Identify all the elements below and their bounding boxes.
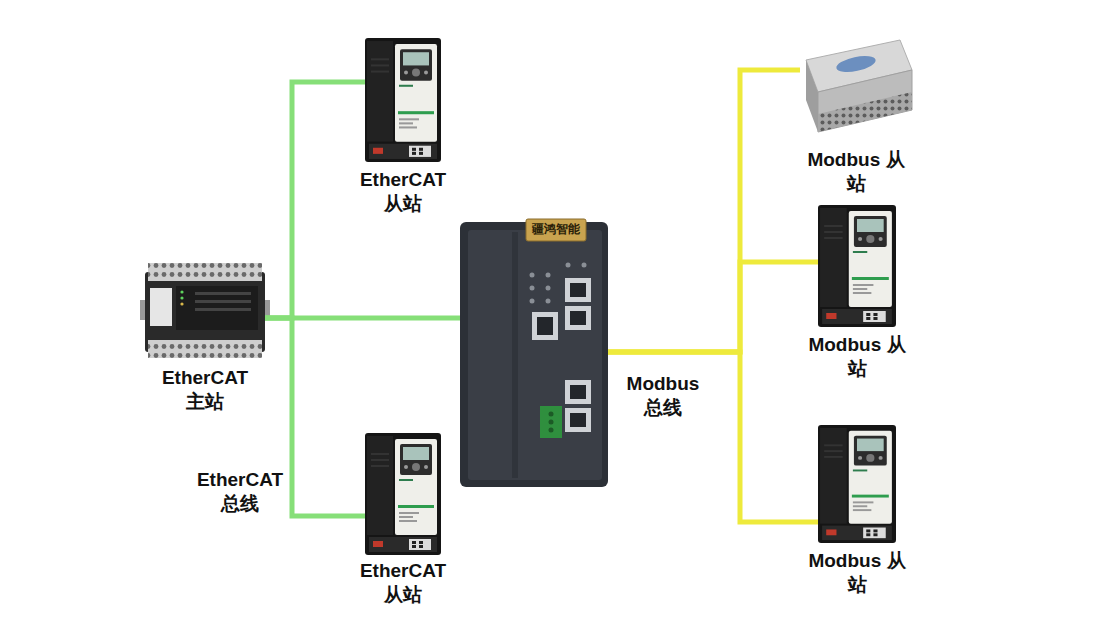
gateway-device	[460, 222, 608, 487]
gateway-device	[532, 312, 558, 340]
gateway-device	[546, 286, 551, 291]
gateway-device	[565, 380, 591, 404]
device-label: Modbus 从站	[807, 549, 907, 597]
gateway-device	[530, 286, 535, 291]
ethercat-slave: EtherCAT 从站	[365, 433, 441, 555]
modbus-slave: Modbus 从站	[818, 205, 896, 327]
device-label: Modbus 从站	[806, 148, 906, 196]
gateway-device	[565, 408, 591, 432]
plc-controller	[180, 296, 183, 299]
bus-label: EtherCAT 总线	[192, 468, 288, 516]
plc-controller	[148, 340, 262, 358]
device-label: Modbus 从站	[807, 333, 907, 381]
modbus-slave: Modbus 从站	[818, 425, 896, 543]
gateway-device	[549, 428, 554, 433]
bus-label-text: EtherCAT 总线	[192, 468, 288, 516]
gateway-device	[546, 299, 551, 304]
plc-controller	[180, 302, 183, 305]
plc-controller	[176, 286, 258, 330]
bus-connector	[608, 70, 800, 352]
gateway-device	[512, 232, 518, 478]
gateway-device	[582, 263, 587, 268]
bus-label: Modbus 总线	[615, 372, 711, 420]
gateway-device	[540, 406, 562, 438]
gateway-device	[570, 385, 586, 399]
modbus-io-module	[806, 40, 912, 132]
gateway-device	[565, 306, 591, 330]
gateway-device	[549, 412, 554, 417]
plc-controller	[140, 263, 270, 358]
device-label: EtherCAT 从站	[353, 168, 453, 216]
gateway: 疆鸿智能	[460, 220, 608, 487]
gateway-device	[570, 311, 586, 325]
ethercat-drive	[365, 38, 441, 162]
plc-controller	[148, 263, 262, 281]
gateway-device	[530, 299, 535, 304]
modbus-io-module	[818, 92, 912, 132]
gateway-device	[537, 317, 553, 335]
modbus-slave: Modbus 从站	[800, 38, 912, 136]
gateway-device	[468, 230, 602, 480]
gateway-device	[566, 263, 571, 268]
gateway-device	[549, 420, 554, 425]
device-nameplate-text: 疆鸿智能	[526, 222, 586, 236]
gateway-device	[530, 273, 535, 278]
modbus-io-module	[806, 60, 818, 132]
gateway-device	[526, 219, 586, 241]
modbus-io-module	[835, 53, 877, 75]
plc-controller	[195, 308, 251, 311]
gateway-device	[570, 283, 586, 297]
bus-connector	[608, 352, 818, 522]
ethercat-slave: EtherCAT 从站	[365, 38, 441, 162]
bus-connector	[265, 82, 365, 318]
device-label: EtherCAT 从站	[353, 559, 453, 607]
bus-label-text: Modbus 总线	[615, 372, 711, 420]
gateway-device	[460, 219, 608, 487]
modbus-io-module	[818, 70, 912, 132]
device-label: EtherCAT 主站	[155, 366, 255, 414]
gateway-device	[565, 278, 591, 302]
bus-connector	[608, 262, 818, 352]
ethercat-drive	[365, 433, 441, 555]
modbus-drive	[818, 205, 896, 327]
ethercat-master: EtherCAT 主站	[145, 263, 265, 360]
gateway-device	[570, 413, 586, 427]
plc-controller	[150, 288, 172, 326]
gateway-device	[546, 273, 551, 278]
plc-controller	[195, 300, 251, 303]
plc-controller	[195, 292, 251, 295]
modbus-drive	[818, 425, 896, 543]
plc-controller	[180, 290, 183, 293]
